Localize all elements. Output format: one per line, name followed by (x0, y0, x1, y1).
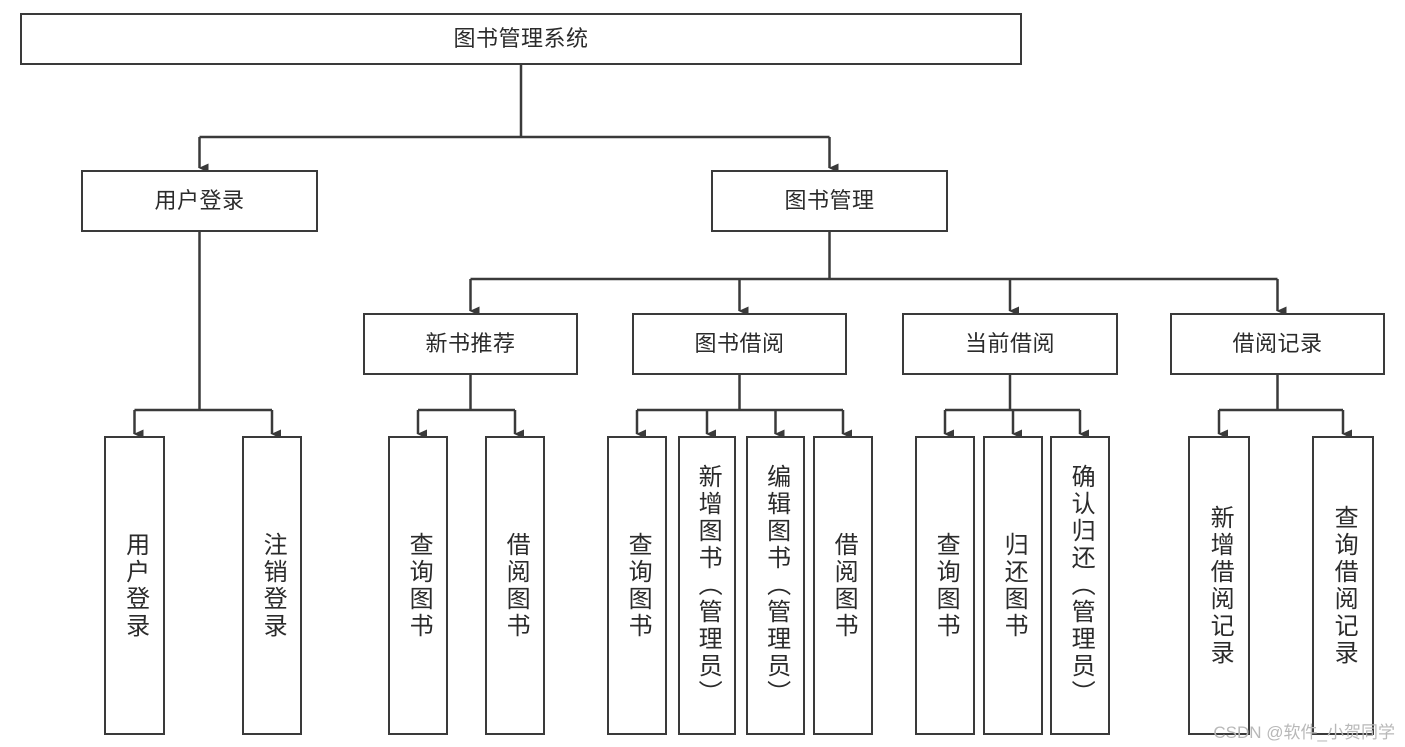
node-leaf-add-record[interactable]: 新增借阅记录 (1188, 436, 1250, 735)
node-leaf-return-book-label: 归还图书 (1000, 531, 1028, 640)
node-leaf-confirm-return[interactable]: 确认归还（管理员） (1050, 436, 1110, 735)
node-current-borrow-label: 当前借阅 (964, 331, 1055, 357)
node-leaf-query-book-1[interactable]: 查询图书 (388, 436, 448, 735)
node-leaf-add-book-label: 新增图书（管理员） (694, 464, 722, 707)
connector-lines (133, 65, 1352, 439)
node-leaf-user-login-label: 用户登录 (121, 531, 149, 640)
node-book-borrow-label: 图书借阅 (694, 331, 785, 357)
node-leaf-query-book-2-label: 查询图书 (624, 531, 652, 640)
node-leaf-user-login[interactable]: 用户登录 (104, 436, 165, 735)
node-leaf-borrow-book-1-label: 借阅图书 (502, 531, 530, 640)
node-leaf-add-book[interactable]: 新增图书（管理员） (678, 436, 736, 735)
node-borrow-record-label: 借阅记录 (1232, 331, 1323, 357)
csdn-watermark: CSDN @软件_小贺同学 (1213, 723, 1395, 742)
node-book-borrow[interactable]: 图书借阅 (632, 313, 847, 375)
node-user-login-label: 用户登录 (154, 188, 245, 214)
node-book-manage[interactable]: 图书管理 (711, 170, 948, 232)
node-leaf-query-book-2[interactable]: 查询图书 (607, 436, 667, 735)
node-current-borrow[interactable]: 当前借阅 (902, 313, 1118, 375)
node-leaf-add-record-label: 新增借阅记录 (1206, 504, 1234, 667)
node-leaf-query-record-label: 查询借阅记录 (1330, 504, 1358, 667)
node-leaf-user-logout[interactable]: 注销登录 (242, 436, 302, 735)
node-new-book-recommend[interactable]: 新书推荐 (363, 313, 578, 375)
node-user-login[interactable]: 用户登录 (81, 170, 318, 232)
node-leaf-borrow-book-1[interactable]: 借阅图书 (485, 436, 545, 735)
node-leaf-edit-book-label: 编辑图书（管理员） (762, 464, 790, 707)
node-leaf-query-record[interactable]: 查询借阅记录 (1312, 436, 1374, 735)
node-leaf-user-logout-label: 注销登录 (259, 531, 287, 640)
node-borrow-record[interactable]: 借阅记录 (1170, 313, 1385, 375)
node-leaf-query-book-3-label: 查询图书 (932, 531, 960, 640)
node-root-label: 图书管理系统 (453, 26, 589, 52)
node-root[interactable]: 图书管理系统 (20, 13, 1022, 65)
node-leaf-query-book-3[interactable]: 查询图书 (915, 436, 975, 735)
node-new-book-recommend-label: 新书推荐 (425, 331, 516, 357)
node-leaf-confirm-return-label: 确认归还（管理员） (1067, 464, 1095, 707)
node-leaf-edit-book[interactable]: 编辑图书（管理员） (746, 436, 805, 735)
node-leaf-query-book-1-label: 查询图书 (405, 531, 433, 640)
node-leaf-return-book[interactable]: 归还图书 (983, 436, 1043, 735)
node-book-manage-label: 图书管理 (784, 188, 875, 214)
node-leaf-borrow-book-2-label: 借阅图书 (830, 531, 858, 640)
node-leaf-borrow-book-2[interactable]: 借阅图书 (813, 436, 873, 735)
